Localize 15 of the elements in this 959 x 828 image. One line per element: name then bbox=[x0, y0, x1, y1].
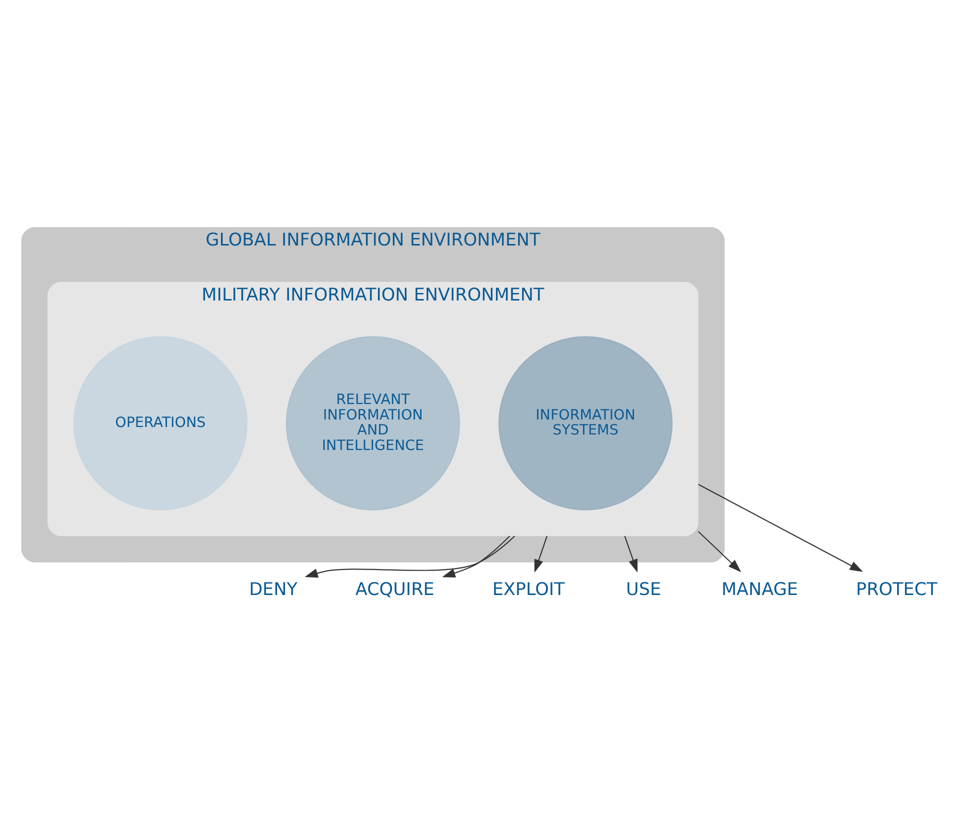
node-text: USE bbox=[626, 580, 662, 600]
arrow bbox=[304, 535, 515, 578]
node-circle: RELEVANT INFORMATION AND INTELLIGENCE bbox=[286, 336, 460, 510]
node-circle: OPERATIONS bbox=[73, 336, 248, 510]
arrow bbox=[624, 535, 638, 572]
arrow bbox=[442, 535, 510, 577]
node-text: EXPLOIT bbox=[492, 580, 565, 600]
node-circle: INFORMATION SYSTEMS bbox=[498, 336, 673, 510]
node-text: DENY bbox=[249, 580, 298, 600]
node-text: ACQUIRE bbox=[355, 580, 434, 600]
arrow bbox=[698, 483, 863, 572]
arrow bbox=[534, 535, 548, 572]
arrow bbox=[698, 530, 742, 572]
node-text: PROTECT bbox=[856, 580, 938, 600]
node-text: MANAGE bbox=[721, 580, 798, 600]
